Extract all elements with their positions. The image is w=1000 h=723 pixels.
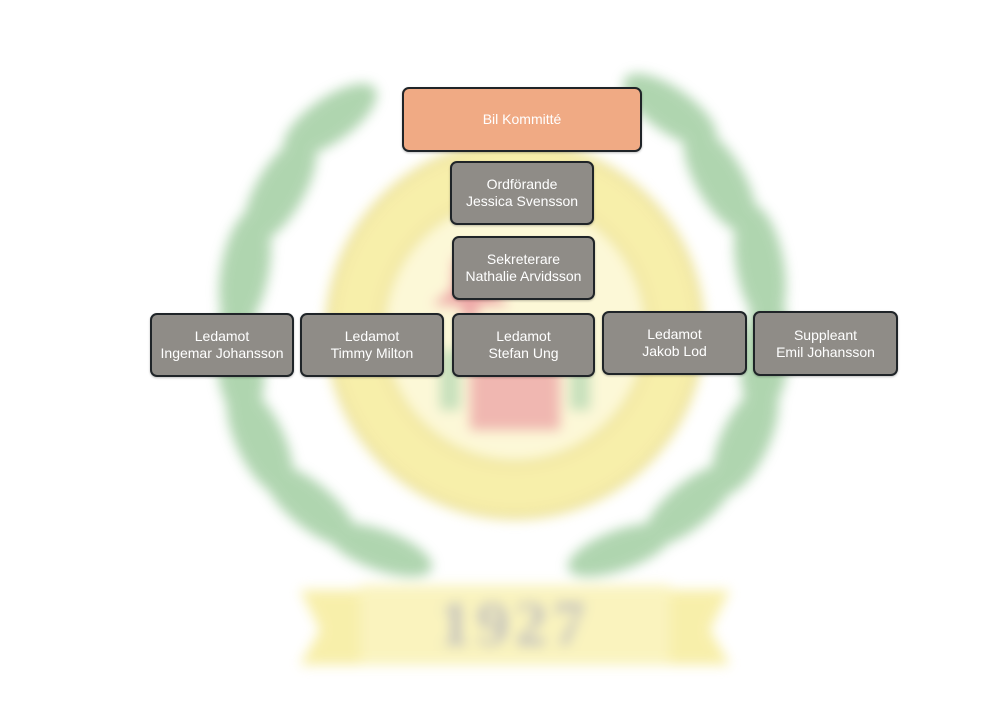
secretary-name: Nathalie Arvidsson [465, 268, 582, 284]
alternate-name: Emil Johansson [776, 343, 875, 360]
alternate-role: Suppleant [793, 326, 858, 343]
secretary-box: Sekreterare Nathalie Arvidsson [452, 236, 595, 300]
member-box: Ledamot Jakob Lod [602, 311, 747, 375]
member-name: Ingemar Johansson [160, 345, 284, 361]
member-box: Ledamot Ingemar Johansson [150, 313, 294, 377]
chair-name: Jessica Svensson [465, 193, 579, 209]
member-box: Ledamot Timmy Milton [300, 313, 444, 377]
emblem-year: 1927 [439, 588, 591, 659]
committee-title: Bil Kommitté [482, 111, 562, 127]
committee-title-box: Bil Kommitté [402, 87, 642, 152]
member-name: Jakob Lod [642, 343, 707, 359]
chair-box: Ordförande Jessica Svensson [450, 161, 594, 225]
member-role: Ledamot [344, 328, 400, 344]
alternate-box: Suppleant Emil Johansson [753, 311, 898, 376]
member-role: Ledamot [194, 328, 250, 344]
member-role: Ledamot [496, 328, 551, 344]
member-name: Stefan Ung [488, 345, 559, 361]
member-box: Ledamot Stefan Ung [452, 313, 595, 377]
chair-role: Ordförande [486, 176, 558, 192]
secretary-role: Sekreterare [486, 251, 561, 267]
member-name: Timmy Milton [330, 345, 414, 361]
member-role: Ledamot [647, 326, 702, 342]
